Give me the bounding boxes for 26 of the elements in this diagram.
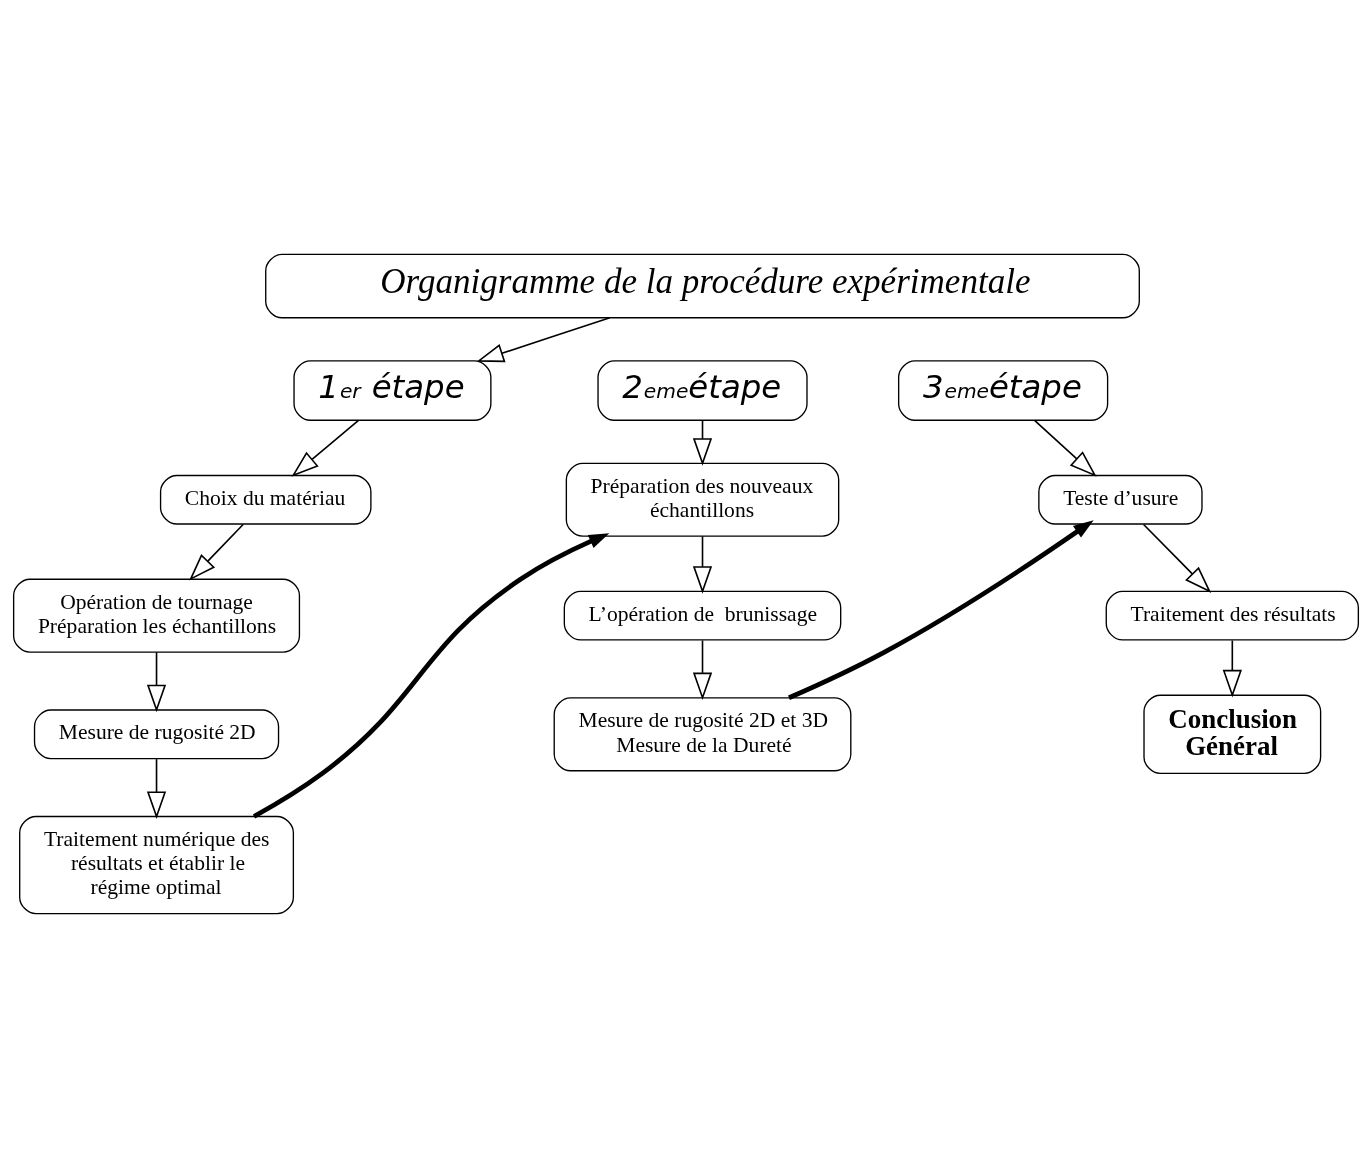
arrow — [1222, 639, 1242, 697]
node-box: Opération de tournage Préparation les échantillons — [12, 578, 301, 653]
arrow — [692, 419, 713, 466]
node-box: Teste d’usure — [1038, 474, 1203, 525]
node-box: Traitement numérique des résultats et établir le régime optimal — [19, 815, 295, 914]
node-box: Mesure de rugosité 2D — [33, 708, 280, 759]
node-box: Organigramme de la procédure expérimentale — [265, 253, 1140, 318]
arrow — [692, 639, 713, 700]
node-box: Préparation des nouveaux échantillons — [565, 462, 840, 537]
node-box: 3emeétape — [898, 359, 1109, 421]
arrow — [146, 757, 167, 819]
node-box: Conclusion Général — [1143, 694, 1322, 774]
arrow — [189, 523, 244, 581]
arrow — [146, 651, 167, 712]
arrow — [476, 316, 611, 362]
arrow — [788, 519, 1094, 700]
arrow — [1033, 419, 1097, 477]
node-box: 2emeétape — [597, 359, 808, 421]
arrow — [291, 419, 360, 477]
arrow — [252, 532, 610, 819]
arrow — [692, 535, 713, 594]
node-box: L’opération de brunissage — [563, 590, 842, 641]
node-box: Traitement des résultats — [1105, 590, 1360, 641]
arrow — [1142, 523, 1212, 593]
node-box: Choix du matériau — [159, 474, 372, 525]
node-box: Mesure de rugosité 2D et 3D Mesure de la Dureté — [553, 696, 852, 771]
